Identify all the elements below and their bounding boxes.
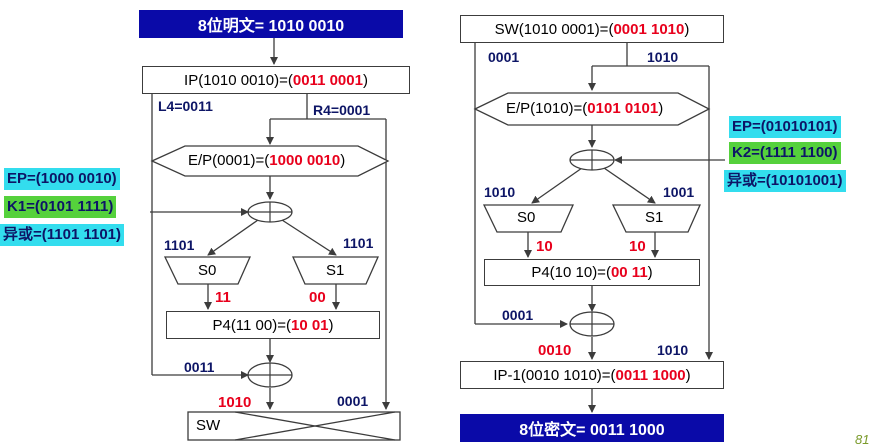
p4-suffix-left: ): [328, 316, 334, 334]
k2-label: K2=(1111 1100): [729, 142, 841, 164]
p4-value-left: 10 01: [290, 316, 329, 334]
ep-key-label-right: EP=(01010101): [729, 116, 841, 138]
xor-input-label-right: 0001: [502, 307, 534, 323]
arrow-xor-to-s1-right: [603, 167, 656, 204]
p4-prefix-right: P4(10 10)=(: [531, 264, 611, 281]
ep-text-left: E/P(0001)=(1000 0010): [188, 152, 345, 170]
sw-prefix: SW(1010 0001)=(: [494, 20, 614, 38]
sw-label: SW: [196, 417, 221, 434]
ep-prefix-left: E/P(0001)=(: [188, 152, 270, 169]
plaintext-header: 8位明文= 1010 0010: [139, 10, 403, 38]
ip-inv-suffix: ): [685, 366, 691, 384]
s1-output-right: 10: [629, 238, 646, 255]
r-pass-label-left: 0001: [337, 393, 369, 409]
s0-label-right: S0: [517, 209, 536, 226]
xor-input-label-left: 0011: [184, 359, 215, 375]
ep-suffix-left: ): [340, 152, 346, 169]
ep-expansion-left: [150, 145, 390, 177]
page-number: 81: [855, 432, 870, 447]
ip-inverse-box: IP-1(0010 1010)=(0011 1000): [460, 361, 724, 389]
right-half-label: 1010: [647, 49, 679, 65]
s1-output-left: 00: [309, 289, 326, 306]
sw-swap-box: [187, 411, 401, 441]
s1-input-right: 1001: [663, 184, 695, 200]
s0-input-right: 1010: [484, 184, 516, 200]
l4-label: L4=0011: [158, 98, 213, 114]
r-pass-label-right: 1010: [657, 342, 689, 358]
p4-prefix-left: P4(11 00)=(: [212, 316, 291, 334]
arrow-xor-to-s0-right: [531, 167, 583, 204]
s0-input-left: 1101: [164, 237, 195, 253]
ip-value: 0011 0001: [292, 71, 363, 89]
ep-expansion-right: [473, 92, 711, 126]
ip-box: IP(1010 0010)=(0011 0001): [142, 66, 410, 94]
sw-value: 0001 1010: [613, 20, 685, 38]
xor-result-label-right: 异或=(10101001): [724, 170, 846, 192]
s1-label-left: S1: [326, 262, 345, 279]
s0-box-left: [163, 256, 252, 285]
ep-prefix-right: E/P(1010)=(: [506, 100, 588, 117]
ip-inv-value: 0011 1000: [615, 366, 686, 384]
arrow-xor-to-s0: [207, 219, 259, 256]
r4-label: R4=0001: [313, 102, 371, 118]
ciphertext-label: 8位密文= 0011 1000: [519, 422, 665, 439]
ep-text-right: E/P(1010)=(0101 0101): [506, 100, 663, 118]
ip-prefix: IP(1010 0010)=(: [184, 71, 293, 89]
ep-suffix-right: ): [658, 100, 664, 117]
s1-box-left: [291, 256, 380, 285]
sw-suffix: ): [684, 20, 690, 38]
arrow-xor-to-s1: [281, 219, 337, 256]
ip-inv-prefix: IP-1(0010 1010)=(: [493, 366, 616, 384]
s1-label-right: S1: [645, 209, 664, 226]
s0-label-left: S0: [198, 262, 217, 279]
ep-value-right: 0101 0101: [587, 100, 659, 117]
s0-output-right: 10: [536, 238, 553, 255]
ciphertext-header: 8位密文= 0011 1000: [460, 414, 724, 442]
s1-box-right: [611, 204, 702, 233]
s0-output-left: 11: [215, 289, 231, 306]
p4-value-right: 00 11: [610, 264, 648, 281]
xor-result-label-left: 异或=(1101 1101): [0, 224, 125, 246]
ep-value-left: 1000 0010: [269, 152, 341, 169]
p4-box-left: P4(11 00)=(10 01): [166, 311, 380, 339]
p4-suffix-right: ): [647, 264, 653, 281]
ep-key-label-left: EP=(1000 0010): [4, 168, 120, 190]
s0-box-right: [482, 204, 575, 233]
p4-box-right: P4(10 10)=(00 11): [484, 259, 700, 286]
ip-suffix: ): [362, 71, 368, 89]
s1-input-left: 1101: [343, 235, 374, 251]
xor-output-label-left: 1010: [218, 394, 252, 411]
left-half-label: 0001: [488, 49, 520, 65]
k1-label: K1=(0101 1111): [4, 196, 117, 218]
xor-output-label-right: 0010: [538, 342, 572, 359]
plaintext-label: 8位明文= 1010 0010: [197, 18, 345, 35]
sw-result-box: SW(1010 0001)=(0001 1010): [460, 15, 724, 43]
